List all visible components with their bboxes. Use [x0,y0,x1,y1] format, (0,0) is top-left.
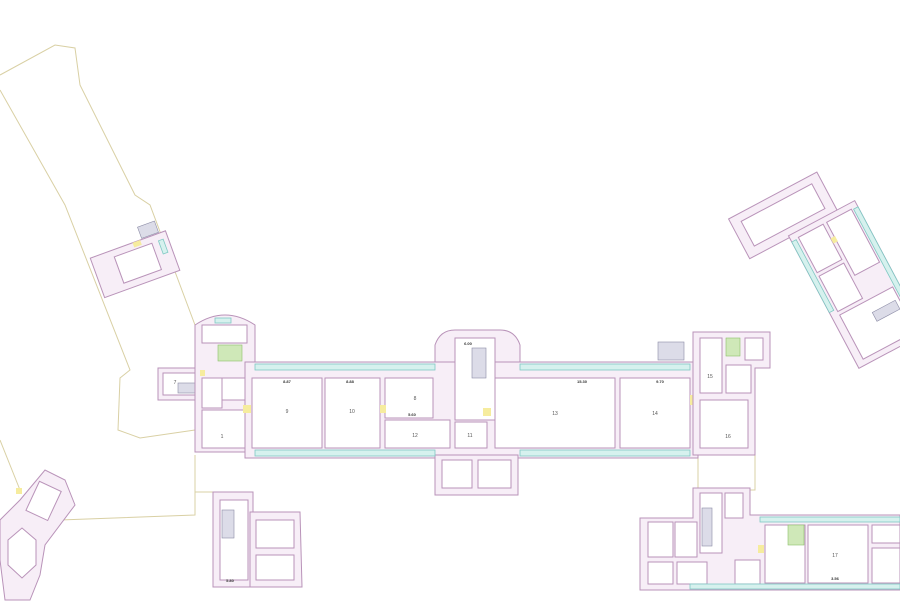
room-label: 11 [467,433,472,439]
room-label: 16 [725,434,731,440]
dimension-label: 5.80 [226,578,235,583]
staircase [657,341,685,361]
bottom-left-tower [0,469,76,601]
staircase [137,220,159,239]
left-tower: 7 1 [157,314,256,453]
dimension-label: 15.30 [577,379,588,384]
staircase [871,299,900,322]
dimension-label: 6.00 [464,341,473,346]
dimension-label: 8.87 [283,379,292,384]
room-label: 17 [832,553,838,559]
windows [254,363,691,457]
right-wing [727,171,900,369]
dimension-label: 8.88 [346,379,355,384]
staircase [471,347,487,379]
bottom-right-block: 17 3.56 [639,487,900,591]
central-block: 9 10 8 12 11 13 14 8.87 8.88 15.30 9.70 … [243,329,699,496]
dimension-label: 5.60 [408,412,417,417]
bottom-left-block: 5.80 [212,491,303,588]
wc [217,344,243,362]
room-label: 9 [286,409,289,415]
staircase [701,507,713,547]
room-label: 7 [174,380,177,386]
wc [787,524,805,546]
room-label: 13 [552,411,558,417]
dimension-label: 9.70 [656,379,665,384]
staircase [221,509,235,539]
room-label: 14 [652,411,658,417]
room-label: 15 [707,374,713,380]
room-label: 10 [349,409,355,415]
room-label: 8 [414,396,417,402]
room-label: 12 [412,433,418,439]
left-annex [89,220,181,299]
dimension-label: 3.56 [831,576,840,581]
wc [725,337,741,357]
room-label: 1 [221,434,224,440]
right-block: 15 16 [657,331,771,456]
